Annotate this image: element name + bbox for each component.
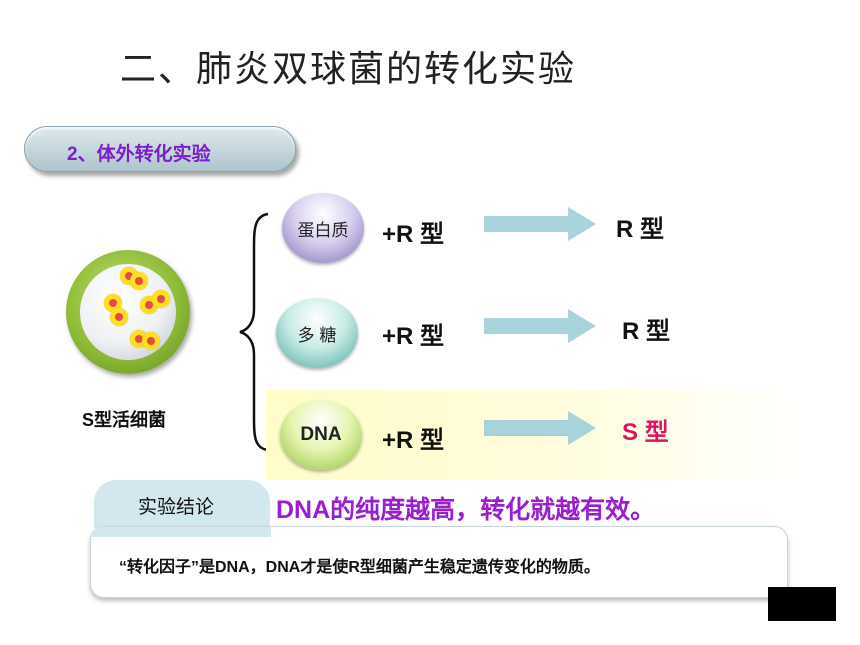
result-s-type: S 型 bbox=[622, 419, 669, 446]
conclusion-box: “转化因子”是DNA，DNA才是使R型细菌产生稳定遗传变化的物质。 bbox=[90, 526, 788, 598]
arrow-icon bbox=[484, 411, 596, 445]
conclusion-tab-label: 实验结论 bbox=[138, 497, 215, 518]
black-rectangle bbox=[768, 587, 836, 621]
substance-label: 多 糖 bbox=[297, 325, 337, 345]
s-bacterium-illustration bbox=[66, 250, 190, 374]
substance-label: DNA bbox=[300, 424, 342, 445]
section-label: 2、体外转化实验 bbox=[67, 144, 211, 165]
arrow-icon bbox=[484, 207, 596, 241]
substance-label: 蛋白质 bbox=[297, 220, 349, 240]
bacterium-label: S型活细菌 bbox=[82, 410, 167, 430]
dna-orb: DNA bbox=[280, 400, 362, 470]
bacterium-cell bbox=[110, 308, 128, 326]
conclusion-box-text: “转化因子”是DNA，DNA才是使R型细菌产生稳定遗传变化的物质。 bbox=[119, 559, 600, 576]
result-r-type: R 型 bbox=[622, 318, 670, 345]
plus-r-type: +R 型 bbox=[382, 427, 445, 454]
arrow-icon bbox=[484, 309, 596, 343]
slide-title: 二、肺炎双球菌的转化实验 bbox=[120, 49, 577, 90]
bacterium-cell bbox=[142, 332, 160, 350]
section-pill: 2、体外转化实验 bbox=[24, 126, 296, 172]
plus-r-type: +R 型 bbox=[382, 323, 445, 350]
bacterium-inner bbox=[80, 264, 176, 360]
bacterium-cell bbox=[152, 290, 170, 308]
protein-orb: 蛋白质 bbox=[282, 193, 364, 263]
plus-r-type: +R 型 bbox=[382, 221, 445, 248]
bacterium-cell bbox=[130, 272, 148, 290]
brace bbox=[239, 212, 269, 452]
result-r-type: R 型 bbox=[616, 216, 664, 243]
bacterium-cell bbox=[104, 294, 122, 312]
polysaccharide-orb: 多 糖 bbox=[276, 298, 358, 368]
conclusion-text: DNA的纯度越高，转化就越有效。 bbox=[276, 496, 656, 524]
conclusion-tab: 实验结论 bbox=[94, 480, 270, 528]
